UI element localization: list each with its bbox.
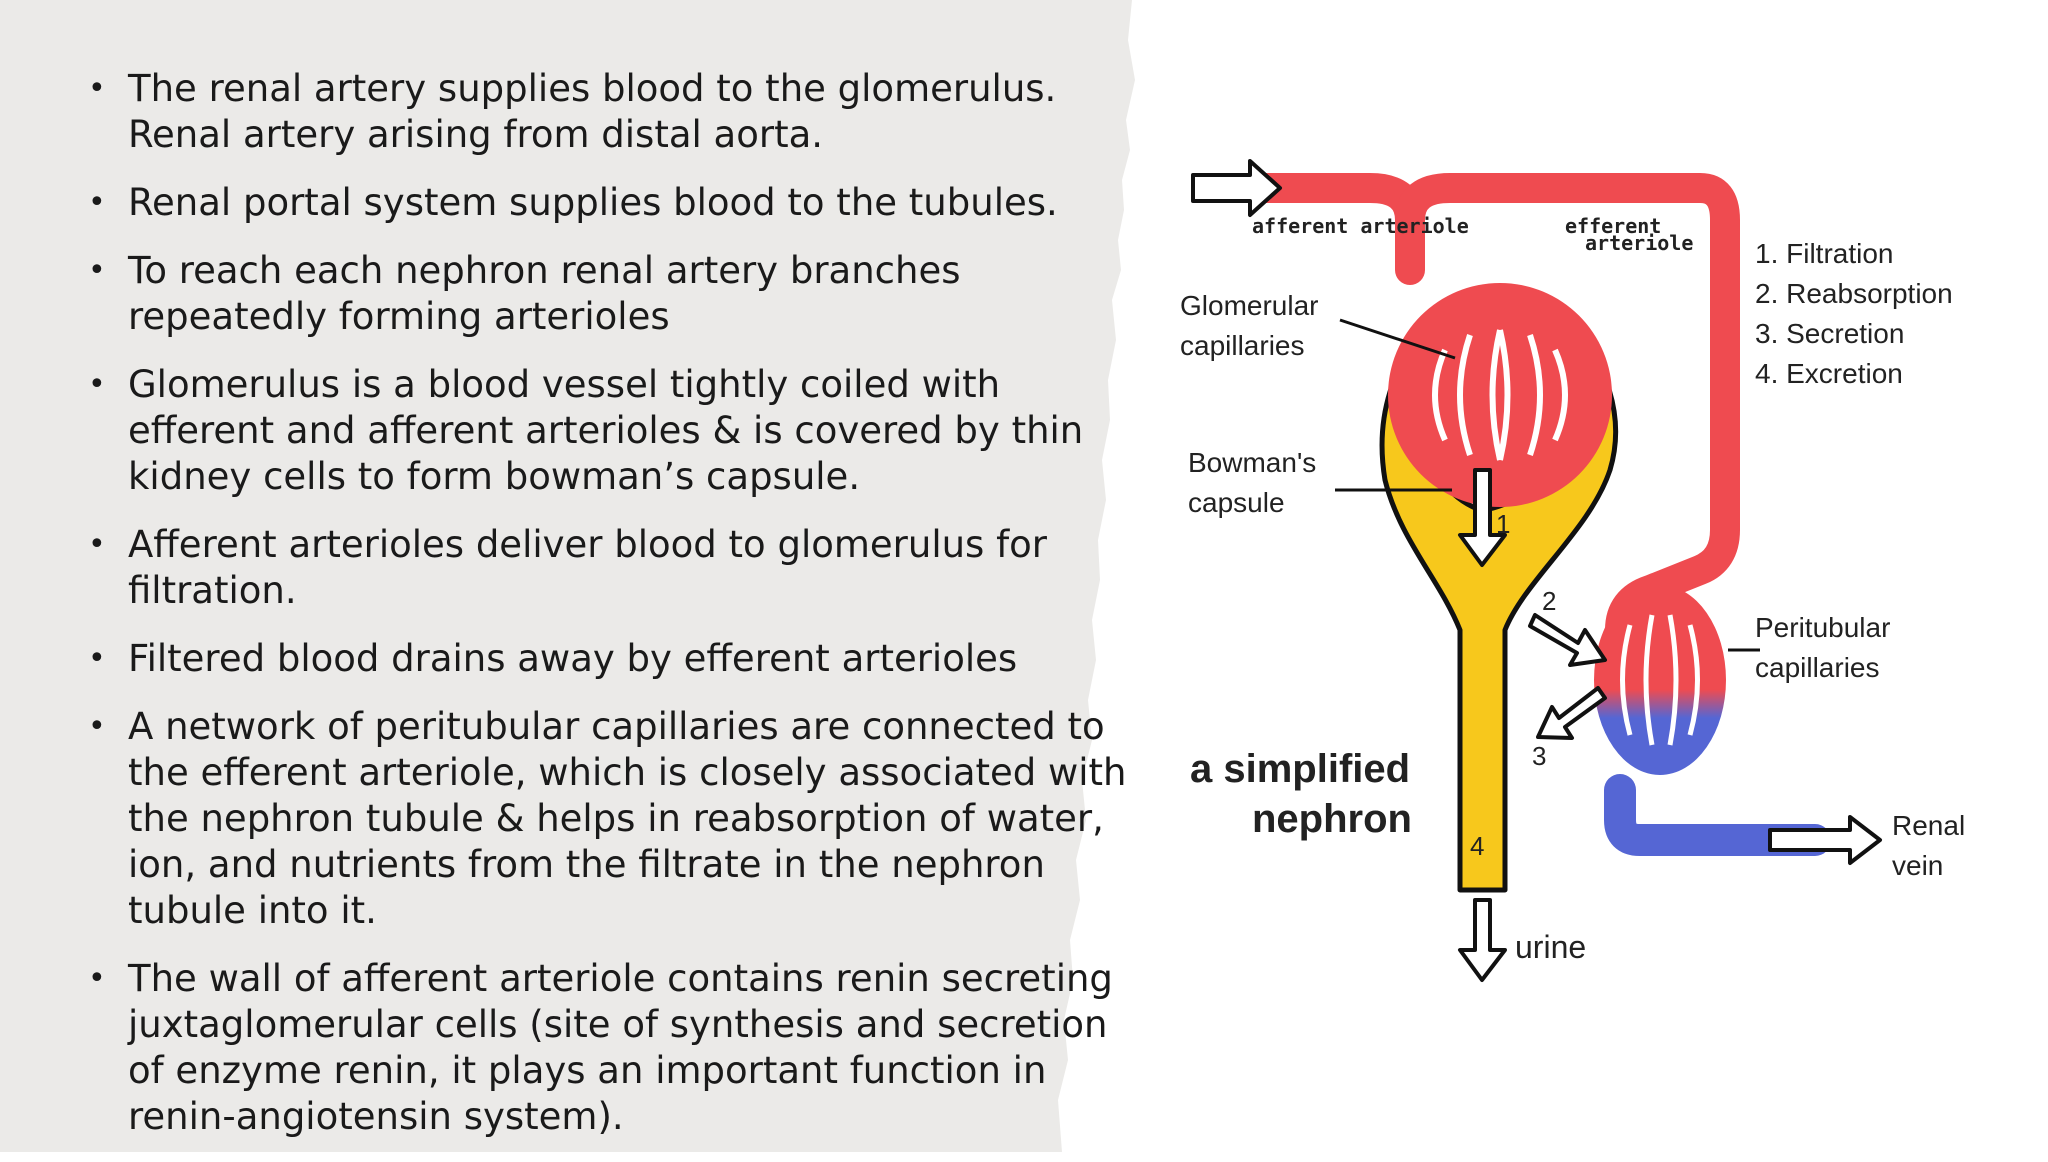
bullet-item: • Afferent arterioles deliver blood to gl… [88,522,1138,614]
bullet-item: • The wall of afferent arteriole contains… [88,956,1138,1140]
bullet-item: • A network of peritubular capillaries ar… [88,704,1138,934]
bowman-label: Bowman's [1188,447,1316,478]
bullet-dot: • [88,185,106,220]
renal-vein [1604,774,1831,856]
glomerular-label: Glomerular [1180,290,1318,321]
bullet-dot: • [88,961,106,996]
step-label: 2. Reabsorption [1755,278,1953,309]
step-label: 3. Secretion [1755,318,1904,349]
urine-arrow [1458,898,1507,982]
step-label: 1. Filtration [1755,238,1894,269]
bullet-text: The wall of afferent arteriole contains … [128,957,1113,1138]
step-number: 4 [1470,831,1484,861]
leader-lines [1335,318,1760,652]
bullet-text: A network of peritubular capillaries are… [128,705,1127,932]
bullet-item: • Renal portal system supplies blood to t… [88,180,1138,226]
bullet-dot: • [88,71,106,106]
peritubular-capillaries [1594,585,1726,775]
renal-vein-label: Renal [1892,810,1965,841]
bullet-item: • Filtered blood drains away by efferent … [88,636,1138,682]
reabsorption-arrow [1528,613,1607,667]
bullet-item: • Glomerulus is a blood vessel tightly co… [88,362,1138,500]
bullet-text: To reach each nephron renal artery branc… [128,249,961,338]
bullet-text: Afferent arterioles deliver blood to glo… [128,523,1047,612]
efferent-label: efferent [1565,214,1661,238]
urine-label: urine [1515,929,1586,965]
bullet-item: • The renal artery supplies blood to the … [88,66,1138,158]
bullet-dot: • [88,527,106,562]
efferent-label: arteriole [1585,231,1693,255]
bullet-list: • The renal artery supplies blood to the … [88,66,1138,1162]
step-label: 4. Excretion [1755,358,1903,389]
peritubular-loops [1620,614,1700,746]
bullet-text: The renal artery supplies blood to the g… [128,67,1057,156]
bullet-dot: • [88,709,106,744]
filtration-arrow [1458,468,1507,567]
glomerular-label: capillaries [1180,330,1305,361]
step-number: 3 [1532,741,1546,771]
glomerular-loops [1432,329,1568,461]
bullet-text: Renal portal system supplies blood to th… [128,181,1058,224]
bullet-dot: • [88,367,106,402]
bullet-dot: • [88,641,106,676]
renal-vein-label: vein [1892,850,1943,881]
bullet-item: • To reach each nephron renal artery bran… [88,248,1138,340]
step-number: 1 [1496,509,1510,539]
bullet-text: Filtered blood drains away by efferent a… [128,637,1018,680]
glomerulus [1388,283,1612,507]
secretion-arrow [1536,686,1607,740]
diagram-title: nephron [1252,797,1412,841]
inflow-arrow [1191,159,1282,217]
peritubular-label: Peritubular [1755,612,1890,643]
bowman-label: capsule [1188,487,1285,518]
bullet-text: Glomerulus is a blood vessel tightly coi… [128,363,1084,498]
bullet-dot: • [88,253,106,288]
step-number: 2 [1542,586,1556,616]
peritubular-label: capillaries [1755,652,1880,683]
vein-outflow-arrow [1768,815,1882,865]
afferent-label: afferent arteriole [1252,214,1469,238]
nephron-diagram: afferent arteriole efferent arteriole Gl… [1180,159,1965,982]
diagram-title: a simplified [1190,747,1410,791]
